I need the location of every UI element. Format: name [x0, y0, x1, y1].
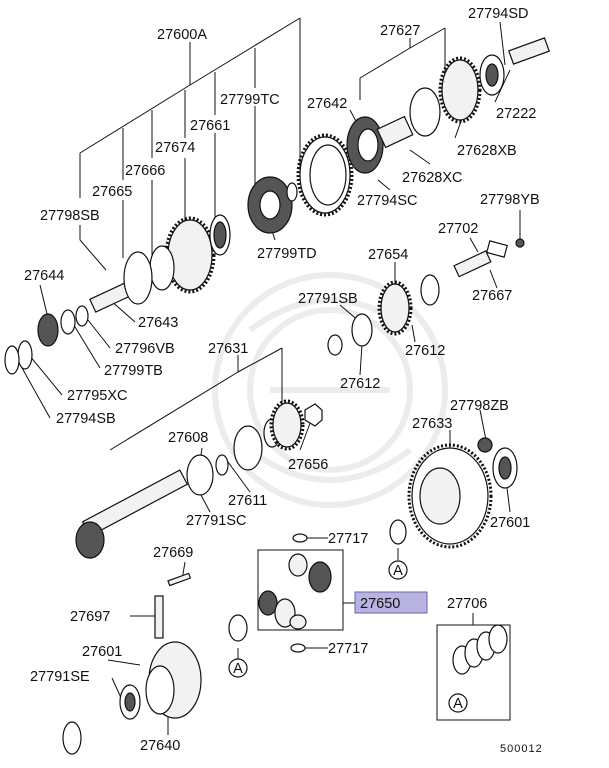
ref-a-label: A [453, 696, 463, 712]
label-27631[interactable]: 27631 [208, 341, 248, 357]
label-27633[interactable]: 27633 [412, 416, 452, 432]
label-27799TC[interactable]: 27799TC [220, 92, 280, 108]
label-27791SC[interactable]: 27791SC [186, 513, 246, 529]
label-27612-upper[interactable]: 27612 [405, 343, 445, 359]
label-27601-left[interactable]: 27601 [82, 644, 122, 660]
label-27791SB[interactable]: 27791SB [298, 291, 358, 307]
ref-a-label: A [233, 661, 243, 677]
label-27798ZB[interactable]: 27798ZB [450, 398, 509, 414]
label-27798YB[interactable]: 27798YB [480, 192, 540, 208]
reference-markers: A A A [228, 560, 468, 713]
label-27644[interactable]: 27644 [24, 268, 64, 284]
label-27640[interactable]: 27640 [140, 738, 180, 754]
label-27600A[interactable]: 27600A [157, 27, 207, 43]
watermark-emblem [212, 272, 448, 508]
gear-27666 [123, 216, 216, 305]
label-27642[interactable]: 27642 [307, 96, 347, 112]
highlight-27650 [354, 591, 428, 614]
label-27791SE[interactable]: 27791SE [30, 669, 90, 685]
label-27669[interactable]: 27669 [153, 545, 193, 561]
ring-gear-27642 [296, 133, 354, 217]
final-gear-27633 [389, 437, 518, 549]
label-27611[interactable]: 27611 [228, 493, 267, 509]
shims-27706 [452, 624, 508, 675]
label-27627[interactable]: 27627 [380, 23, 420, 39]
label-27601-right[interactable]: 27601 [490, 515, 530, 531]
drum-27627 [346, 37, 551, 174]
label-27799TD[interactable]: 27799TD [257, 246, 317, 262]
gear-27654 [327, 274, 440, 356]
pins [154, 572, 192, 639]
label-27650[interactable]: 27650 [360, 596, 400, 612]
label-27628XB[interactable]: 27628XB [457, 143, 517, 159]
label-27674[interactable]: 27674 [155, 140, 195, 156]
label-27643[interactable]: 27643 [138, 315, 178, 331]
carrier-27799TC [247, 176, 298, 234]
label-27697[interactable]: 27697 [70, 609, 110, 625]
label-27661[interactable]: 27661 [190, 118, 230, 134]
bearing-27661 [209, 214, 231, 256]
label-27654[interactable]: 27654 [368, 247, 408, 263]
part-labels: 27600A 27627 27794SD 27799TC 27642 27222… [24, 6, 543, 755]
label-27656[interactable]: 27656 [288, 457, 328, 473]
label-27794SD[interactable]: 27794SD [468, 6, 528, 22]
label-27796VB[interactable]: 27796VB [115, 341, 175, 357]
shaft-27702 [453, 238, 525, 278]
parts [4, 37, 551, 755]
label-27795XC[interactable]: 27795XC [67, 388, 127, 404]
diff-gears-27650 [258, 533, 332, 653]
label-27667[interactable]: 27667 [472, 288, 512, 304]
label-27665[interactable]: 27665 [92, 184, 132, 200]
label-27794SB[interactable]: 27794SB [56, 411, 116, 427]
label-27222[interactable]: 27222 [496, 106, 536, 122]
label-27706[interactable]: 27706 [447, 596, 487, 612]
diff-case-27640 [62, 614, 248, 755]
pinion-27631 [75, 399, 323, 559]
group-box-27650 [257, 549, 344, 631]
label-27612-lower[interactable]: 27612 [340, 376, 380, 392]
label-27798SB[interactable]: 27798SB [40, 208, 100, 224]
diagram-code: 500012 [500, 743, 543, 755]
label-27717-lower[interactable]: 27717 [328, 641, 368, 657]
label-27608[interactable]: 27608 [168, 430, 208, 446]
label-27666[interactable]: 27666 [125, 163, 165, 179]
label-27702[interactable]: 27702 [438, 221, 478, 237]
label-27717-upper[interactable]: 27717 [328, 531, 368, 547]
label-27799TB[interactable]: 27799TB [104, 363, 163, 379]
label-27628XC[interactable]: 27628XC [402, 170, 462, 186]
ref-a-label: A [393, 563, 403, 579]
label-27794SC[interactable]: 27794SC [357, 193, 417, 209]
